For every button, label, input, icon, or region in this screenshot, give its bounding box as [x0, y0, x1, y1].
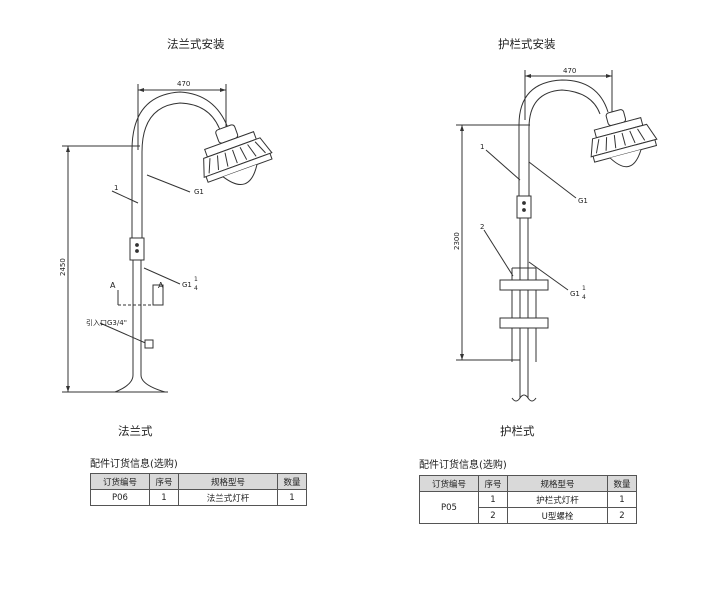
left-callout-g1: G1: [194, 188, 204, 196]
cell-spec: U型螺栓: [507, 507, 608, 524]
left-callout-g114-den: 4: [194, 285, 198, 292]
cell-spec: 法兰式灯杆: [178, 489, 278, 506]
cell-order-no: P06: [90, 489, 150, 506]
cell-order-no: P05: [419, 491, 479, 524]
cell-seq: 2: [478, 507, 508, 524]
cell-qty: 2: [607, 507, 637, 524]
right-callout-g1: G1: [578, 197, 588, 205]
right-height-label: 2300: [453, 232, 461, 250]
col-order-no: 订货编号: [419, 475, 479, 492]
table-row: P05 1 护栏式灯杆 1: [419, 491, 637, 524]
left-table-heading: 配件订货信息(选购): [90, 459, 178, 470]
cell-seq: 1: [478, 491, 508, 508]
right-callout-1: 1: [480, 143, 484, 151]
right-caption: 护栏式: [500, 424, 535, 438]
table-header-row: 订货编号 序号 规格型号 数量: [90, 473, 307, 490]
col-seq: 序号: [478, 475, 508, 492]
left-caption: 法兰式: [118, 424, 153, 438]
left-callout-g114-main: G1: [182, 281, 192, 289]
table-header-row: 订货编号 序号 规格型号 数量: [419, 475, 637, 492]
left-section-a2: A: [158, 281, 164, 290]
col-order-no: 订货编号: [90, 473, 150, 490]
right-width-label: 470: [563, 67, 576, 75]
table-row: P06 1 法兰式灯杆 1: [90, 489, 307, 506]
left-inlet-label: 引入口G3/4": [86, 318, 127, 327]
right-callout-2: 2: [480, 223, 484, 231]
right-diagram-title: 护栏式安装: [498, 37, 556, 51]
col-seq: 序号: [149, 473, 179, 490]
right-table-heading: 配件订货信息(选购): [419, 460, 507, 471]
table-row: 2 U型螺栓 2: [420, 507, 637, 524]
left-width-label: 470: [177, 80, 190, 88]
left-callout-g114-num: 1: [194, 276, 198, 283]
left-height-label: 2450: [59, 258, 67, 276]
cell-seq: 1: [149, 489, 179, 506]
right-callout-g114-num: 1: [582, 285, 586, 292]
right-callout-g114-den: 4: [582, 294, 586, 301]
right-callout-g114-main: G1: [570, 290, 580, 298]
left-diagram-title: 法兰式安装: [167, 37, 225, 51]
col-spec: 规格型号: [178, 473, 278, 490]
right-order-table: 订货编号 序号 规格型号 数量 P05 1 护栏式灯杆 1 2 U型螺栓 2: [419, 475, 637, 524]
left-callout-1: 1: [114, 184, 118, 192]
col-qty: 数量: [607, 475, 637, 492]
col-spec: 规格型号: [507, 475, 608, 492]
left-order-table: 订货编号 序号 规格型号 数量 P06 1 法兰式灯杆 1: [90, 473, 307, 506]
left-section-a1: A: [110, 281, 116, 290]
cell-qty: 1: [607, 491, 637, 508]
cell-qty: 1: [277, 489, 307, 506]
cell-spec: 护栏式灯杆: [507, 491, 608, 508]
col-qty: 数量: [277, 473, 307, 490]
